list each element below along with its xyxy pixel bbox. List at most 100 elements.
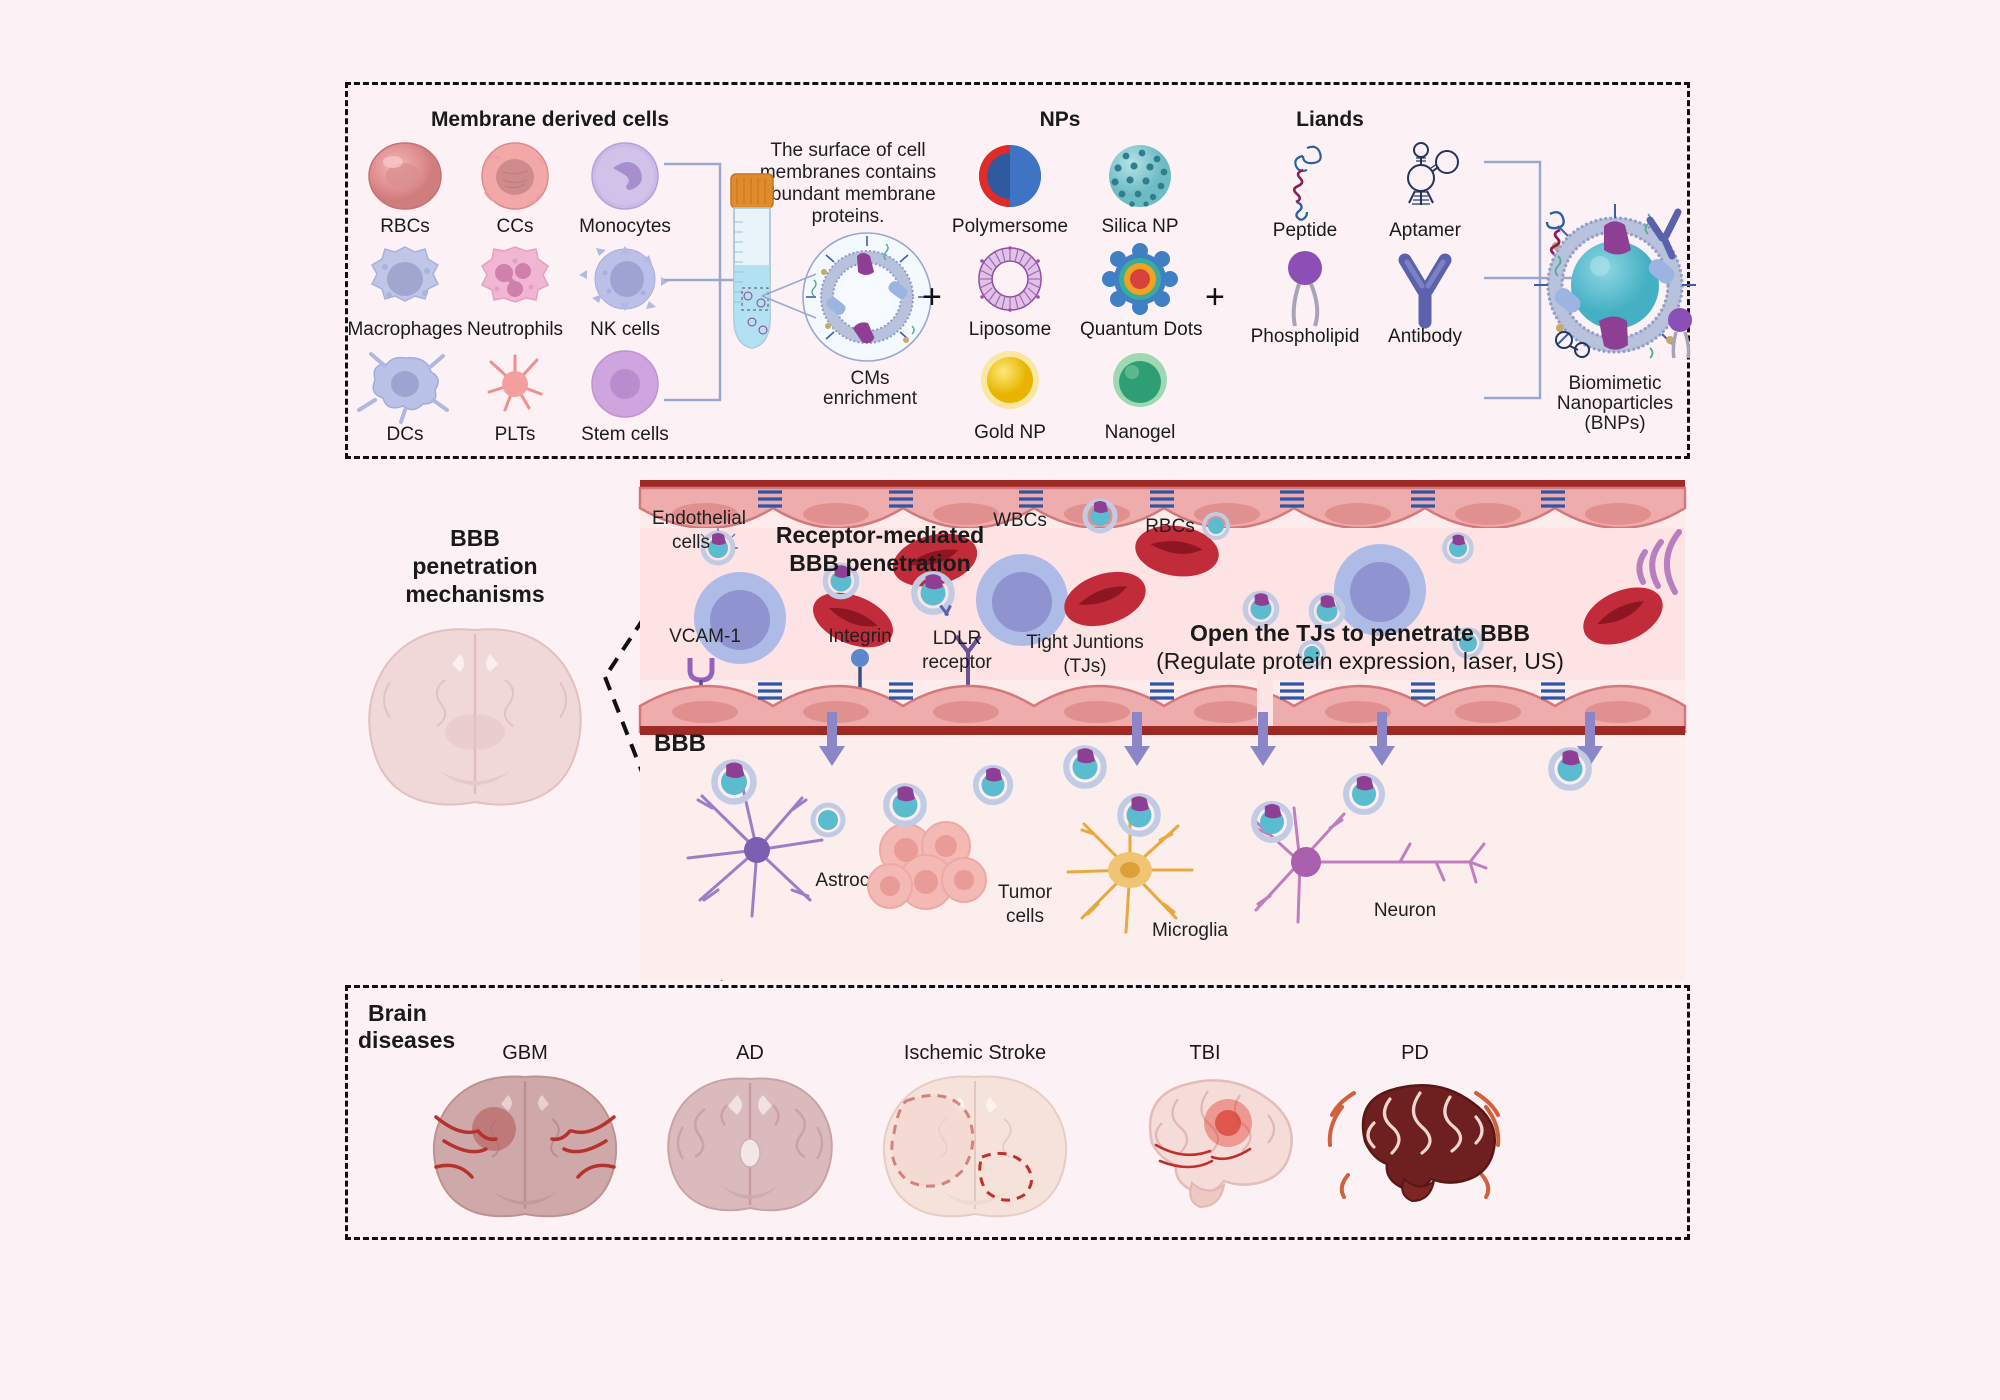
disease-item-stroke: Ischemic Stroke — [870, 1042, 1080, 1221]
brain-diseases-panel — [345, 985, 1690, 1240]
bbb-label: BBB — [654, 730, 706, 757]
np-item-liposome: Liposome — [950, 245, 1070, 341]
disease-label: Ischemic Stroke — [903, 1042, 1047, 1064]
np-label: Liposome — [968, 319, 1052, 340]
group-heading-nps: NPs — [1039, 108, 1081, 131]
np-item-gold: Gold NP — [950, 348, 1070, 444]
np-label: Quantum Dots — [1080, 319, 1203, 340]
astrocyte-icon — [686, 782, 824, 918]
np-label: Silica NP — [1101, 216, 1179, 237]
bnp-small-icon — [822, 562, 860, 600]
endothelium-bottom — [638, 684, 1687, 734]
group-heading-membrane-cells: Membrane derived cells — [430, 108, 670, 131]
red-blood-cell-icon — [368, 142, 442, 210]
cell-label: DCs — [386, 424, 424, 445]
np-label: Polymersome — [951, 216, 1069, 237]
plus-sign-1: + — [922, 278, 942, 316]
cell-label: RBCs — [380, 216, 430, 237]
np-item-quantum-dots: Quantum Dots — [1080, 243, 1203, 341]
cell-item-nk-cells: NK cells — [565, 243, 685, 341]
wbc-icon — [976, 554, 1068, 646]
cell-label: Stem cells — [581, 424, 669, 445]
bnp-small-icon — [911, 571, 955, 617]
brain-diseases-title-line2: diseases — [358, 1027, 456, 1053]
cell-item-plts: PLTs — [455, 348, 575, 446]
rbc-icon — [1064, 571, 1146, 627]
bnp-small-icon — [1082, 498, 1118, 534]
open-tjs-title-line2: (Regulate protein expression, laser, US) — [1156, 648, 1564, 674]
platelet-icon — [487, 354, 543, 412]
endothelial-cells-label-line1: Endothelial — [652, 508, 747, 529]
integrin-label: Integrin — [828, 626, 892, 647]
receptor-mediated-title-line2: BBB penetration — [789, 550, 971, 576]
bnp-small-icon — [1442, 532, 1474, 564]
rbc-icon — [1583, 587, 1663, 645]
ligand-item-phospholipid: Phospholipid — [1245, 250, 1365, 348]
neuron-label: Neuron — [1373, 900, 1437, 921]
liposome-icon — [978, 246, 1042, 312]
open-tjs-title-line1: Open the TJs to penetrate BBB — [1190, 620, 1530, 646]
bnp-small-icon — [1343, 773, 1385, 815]
np-item-nanogel: Nanogel — [1080, 348, 1200, 444]
microglia-label: Microglia — [1151, 920, 1229, 941]
np-item-polymersome: Polymersome — [950, 142, 1070, 238]
plus-sign-2: + — [1205, 278, 1225, 316]
wbc-icon — [694, 572, 786, 664]
bnp-small-icon — [1202, 512, 1230, 540]
cms-enrichment-label-1: CMs — [850, 368, 890, 389]
magnifier-cone — [761, 273, 817, 319]
bnp-label-line1: Biomimetic — [1568, 373, 1662, 394]
disease-label: TBI — [1189, 1042, 1221, 1064]
bbb-mechanisms-title-line2: penetration — [412, 553, 538, 579]
ldlr-label-line2: receptor — [922, 652, 992, 673]
ligand-label: Aptamer — [1389, 220, 1461, 241]
bbb-mechanisms-title-line1: BBB — [450, 525, 500, 551]
rbc-icon — [1135, 525, 1219, 577]
cell-item-neutrophils: Neutrophils — [455, 243, 575, 341]
ligand-label: Antibody — [1388, 326, 1462, 347]
coronal-brain-icon — [368, 628, 582, 806]
nk-cell-icon — [579, 246, 669, 311]
disease-label: PD — [1401, 1042, 1429, 1064]
cell-label: CCs — [496, 216, 534, 237]
disease-item-pd: PD — [1310, 1042, 1520, 1221]
tight-junctions-bottom — [758, 682, 1565, 700]
test-tube-icon — [730, 173, 774, 349]
disease-label: GBM — [502, 1042, 548, 1064]
bnp-small-icon — [1548, 747, 1592, 791]
bbb-mechanisms-title-line3: mechanisms — [405, 581, 545, 607]
bnp-small-icon — [1117, 793, 1161, 837]
membrane-magnifier-icon — [802, 232, 932, 362]
biomimetic-nanoparticle-icon — [1534, 204, 1696, 359]
rbc-icon — [892, 533, 978, 587]
ligand-label: Peptide — [1272, 220, 1338, 241]
tumor-cells-label-line1: Tumor — [997, 882, 1053, 903]
gbm-brain-icon — [432, 1075, 618, 1218]
rbc-icon — [813, 592, 893, 648]
dendritic-cell-icon — [357, 352, 449, 424]
cell-label: Neutrophils — [466, 319, 564, 340]
tumor-cells-label-line2: cells — [1005, 906, 1044, 927]
phospholipid-icon — [1288, 251, 1322, 327]
receptor-mediated-title-line1: Receptor-mediated — [775, 522, 985, 548]
quantum-dot-icon — [1102, 243, 1178, 315]
np-label: Gold NP — [974, 422, 1046, 443]
cell-item-stem-cells: Stem cells — [565, 348, 685, 446]
neutrophil-icon — [480, 246, 550, 303]
bnp-small-icon — [1308, 592, 1346, 630]
np-label: Nanogel — [1104, 422, 1176, 443]
transport-arrows — [819, 712, 1603, 766]
stroke-brain-icon — [882, 1075, 1068, 1218]
tube-caption: The surface of cell membranes contains a… — [759, 140, 937, 227]
tbi-brain-icon — [1148, 1079, 1293, 1209]
ligand-item-aptamer: Aptamer — [1365, 142, 1485, 242]
ad-brain-icon — [667, 1077, 833, 1212]
stem-cell-icon — [591, 350, 659, 418]
bnp-small-icon — [810, 802, 846, 838]
brain-diseases-title-line1: Brain — [368, 1000, 427, 1026]
cell-item-monocytes: Monocytes — [565, 140, 685, 238]
basement-membrane-top — [640, 480, 1685, 489]
bnp-small-icon — [1452, 627, 1484, 659]
ldlr-label-line1: LDLR — [932, 628, 982, 649]
disease-item-ad: AD — [645, 1042, 855, 1221]
